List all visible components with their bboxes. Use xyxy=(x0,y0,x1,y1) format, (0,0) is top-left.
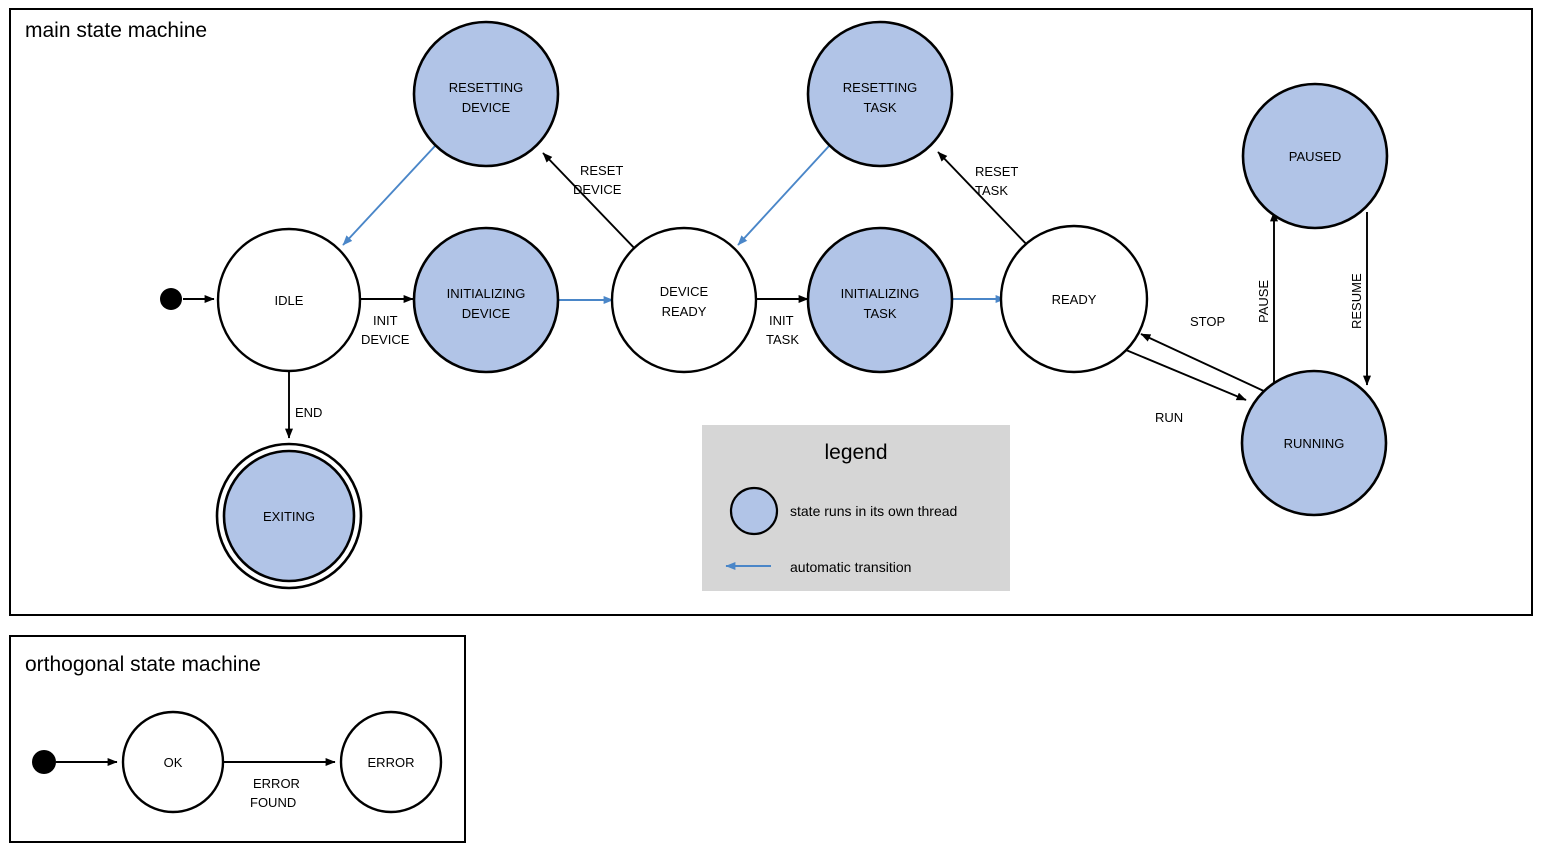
state-device-ready[interactable]: DEVICE READY xyxy=(610,226,758,374)
state-resetting-task-label-line2: TASK xyxy=(864,100,897,115)
legend: legend state runs in its own thread auto… xyxy=(702,425,1010,591)
transition-ready-to-resetting-task xyxy=(937,151,1033,251)
legend-auto-label: automatic transition xyxy=(790,559,911,575)
state-paused[interactable]: PAUSED xyxy=(1241,82,1389,230)
state-initializing-task[interactable]: INITIALIZING TASK xyxy=(806,226,954,374)
state-paused-label: PAUSED xyxy=(1289,149,1342,164)
state-device-ready-label-line2: READY xyxy=(662,304,707,319)
state-running-label: RUNNING xyxy=(1284,436,1345,451)
initial-pseudostate-orthogonal xyxy=(32,750,56,774)
state-ok-label: OK xyxy=(164,755,183,770)
state-resetting-device-label-line2: DEVICE xyxy=(462,100,511,115)
state-resetting-task[interactable]: RESETTING TASK xyxy=(806,20,954,168)
transition-label-stop: STOP xyxy=(1190,314,1225,329)
orthogonal-frame-title: orthogonal state machine xyxy=(25,653,261,676)
state-idle[interactable]: IDLE xyxy=(216,227,362,373)
transition-label-pause: PAUSE xyxy=(1256,280,1271,323)
state-exiting-label: EXITING xyxy=(263,509,315,524)
legend-title: legend xyxy=(824,441,887,464)
state-resetting-device-label-line1: RESETTING xyxy=(449,80,523,95)
transition-resetting-task-to-device-ready xyxy=(737,145,830,246)
transition-label-run: RUN xyxy=(1155,410,1183,425)
transition-resetting-device-to-idle xyxy=(342,145,436,246)
transition-label-error-found-line1: ERROR xyxy=(253,776,300,791)
transition-label-reset-task-line2: TASK xyxy=(975,183,1008,198)
transition-label-init-device-line1: INIT xyxy=(373,313,398,328)
transition-label-reset-device-line1: RESET xyxy=(580,163,623,178)
state-resetting-device[interactable]: RESETTING DEVICE xyxy=(412,20,560,168)
main-frame-title: main state machine xyxy=(25,19,207,42)
state-device-ready-label-line1: DEVICE xyxy=(660,284,709,299)
state-idle-label: IDLE xyxy=(275,293,304,308)
transition-running-to-ready xyxy=(1140,333,1267,393)
initial-pseudostate-main xyxy=(160,288,182,310)
transition-label-error-found-line2: FOUND xyxy=(250,795,296,810)
transition-label-reset-device-line2: DEVICE xyxy=(573,182,622,197)
legend-thread-swatch-icon xyxy=(729,486,779,536)
transition-ready-to-running xyxy=(1125,349,1247,401)
state-ok[interactable]: OK xyxy=(121,710,225,814)
state-error[interactable]: ERROR xyxy=(339,710,443,814)
transition-label-init-task-line1: INIT xyxy=(769,313,794,328)
legend-thread-label: state runs in its own thread xyxy=(790,503,957,519)
state-error-label: ERROR xyxy=(368,755,415,770)
state-initializing-device[interactable]: INITIALIZING DEVICE xyxy=(412,226,560,374)
transition-label-end: END xyxy=(295,405,322,420)
state-initializing-task-label-line2: TASK xyxy=(864,306,897,321)
state-ready-label: READY xyxy=(1052,292,1097,307)
state-initializing-device-label-line1: INITIALIZING xyxy=(447,286,526,301)
state-ready[interactable]: READY xyxy=(999,224,1149,374)
state-exiting[interactable]: EXITING xyxy=(215,442,363,590)
state-initializing-device-label-line2: DEVICE xyxy=(462,306,511,321)
transition-device-ready-to-resetting-device xyxy=(542,152,639,253)
transition-label-init-device-line2: DEVICE xyxy=(361,332,410,347)
state-initializing-task-label-line1: INITIALIZING xyxy=(841,286,920,301)
transition-label-init-task-line2: TASK xyxy=(766,332,799,347)
state-running[interactable]: RUNNING xyxy=(1240,369,1388,517)
transition-label-reset-task-line1: RESET xyxy=(975,164,1018,179)
state-resetting-task-label-line1: RESETTING xyxy=(843,80,917,95)
transition-label-resume: RESUME xyxy=(1349,273,1364,329)
